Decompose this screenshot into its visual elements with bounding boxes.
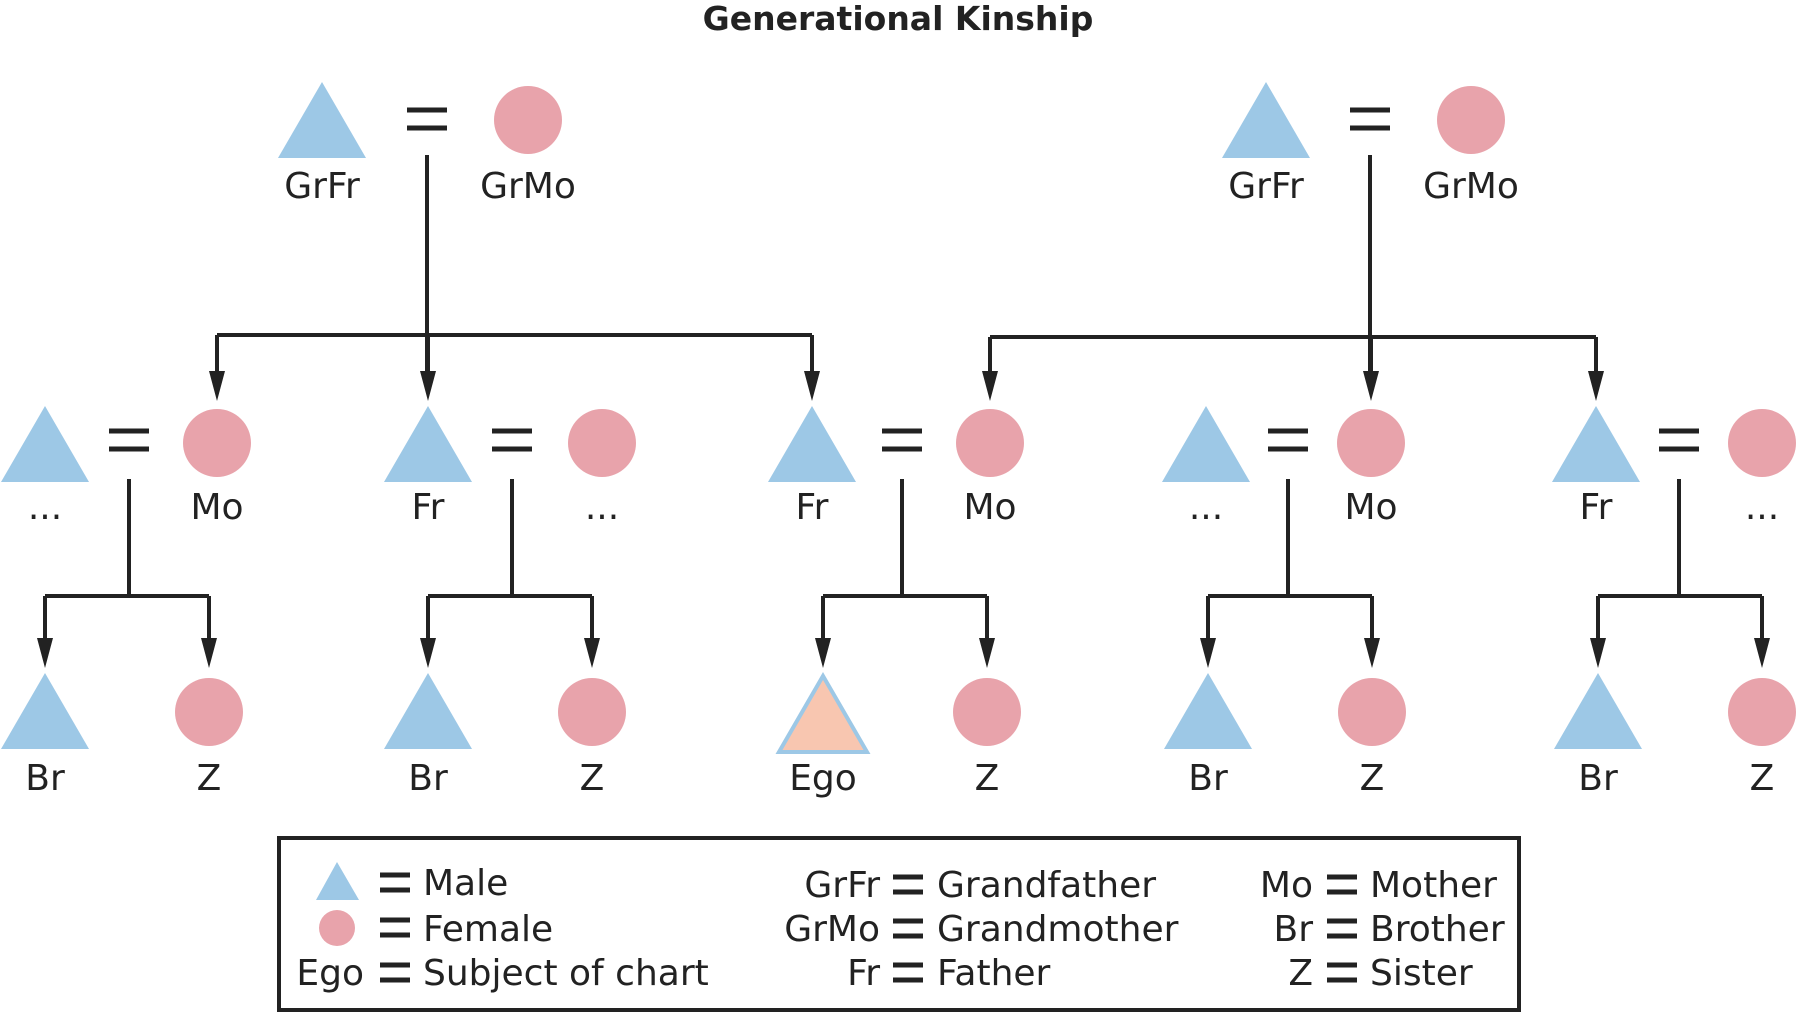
arrow-head-icon bbox=[815, 638, 831, 668]
child-daughter-label: Z bbox=[580, 758, 605, 799]
parent-female-circle bbox=[956, 409, 1024, 477]
arrow-head-icon bbox=[979, 638, 995, 668]
grandfather-label: GrFr bbox=[284, 166, 360, 207]
diagram-title: Generational Kinship bbox=[703, 0, 1094, 38]
child-daughter-label: Z bbox=[1360, 758, 1385, 799]
arrow-head-icon bbox=[420, 371, 436, 401]
arrow-head-icon bbox=[804, 371, 820, 401]
arrow-head-icon bbox=[1200, 638, 1216, 668]
arrow-head-icon bbox=[1590, 638, 1606, 668]
arrow-head-icon bbox=[37, 638, 53, 668]
legend-grmo-label: Grandmother bbox=[937, 909, 1179, 950]
arrow-head-icon bbox=[209, 371, 225, 401]
child-sister-circle bbox=[953, 678, 1021, 746]
parent-husband-label: ... bbox=[28, 487, 62, 528]
parent-wife-label: Mo bbox=[1344, 487, 1397, 528]
parent-male-triangle bbox=[384, 406, 472, 482]
legend-border bbox=[277, 836, 1521, 1012]
parent-male-triangle bbox=[1162, 406, 1250, 482]
grandfather-label: GrFr bbox=[1228, 166, 1304, 207]
child-daughter-label: Z bbox=[975, 758, 1000, 799]
child-sister-circle bbox=[175, 678, 243, 746]
parent-male-triangle bbox=[1552, 406, 1640, 482]
parent-wife-label: ... bbox=[1745, 487, 1779, 528]
arrow-head-icon bbox=[420, 638, 436, 668]
parent-wife-label: ... bbox=[585, 487, 619, 528]
child-sister-circle bbox=[1338, 678, 1406, 746]
child-son-label: Br bbox=[1578, 758, 1618, 799]
legend-z-label: Sister bbox=[1370, 953, 1473, 994]
legend-grfr-label: Grandfather bbox=[937, 865, 1156, 906]
parent-female-circle bbox=[183, 409, 251, 477]
arrow-head-icon bbox=[1588, 371, 1604, 401]
parent-female-circle bbox=[568, 409, 636, 477]
parent-husband-label: ... bbox=[1189, 487, 1223, 528]
child-son-label: Br bbox=[25, 758, 65, 799]
child-brother-triangle bbox=[1164, 673, 1252, 749]
legend-mo-key: Mo bbox=[1260, 865, 1313, 906]
legend-ego-key: Ego bbox=[296, 953, 364, 994]
parent-husband-label: Fr bbox=[412, 487, 445, 528]
grandmother-circle bbox=[1437, 86, 1505, 154]
parent-male-triangle bbox=[1, 406, 89, 482]
arrow-head-icon bbox=[584, 638, 600, 668]
parent-wife-label: Mo bbox=[190, 487, 243, 528]
legend-female-label: Female bbox=[423, 909, 553, 950]
legend-z-key: Z bbox=[1288, 953, 1313, 994]
child-sister-circle bbox=[558, 678, 626, 746]
child-daughter-label: Z bbox=[1750, 758, 1775, 799]
parent-female-circle bbox=[1337, 409, 1405, 477]
parent-husband-label: Fr bbox=[1580, 487, 1613, 528]
child-son-label: Ego bbox=[789, 758, 857, 799]
grandmother-circle bbox=[494, 86, 562, 154]
kinship-nodes: GrFr GrMo GrFr GrMo... Mo Fr... Fr Mo... Mo Fr...… bbox=[1, 82, 1796, 799]
child-brother-triangle bbox=[1554, 673, 1642, 749]
arrow-head-icon bbox=[1754, 638, 1770, 668]
ego-triangle bbox=[775, 672, 871, 754]
child-brother-triangle bbox=[384, 673, 472, 749]
grandmother-label: GrMo bbox=[1423, 166, 1519, 207]
parent-wife-label: Mo bbox=[963, 487, 1016, 528]
child-daughter-label: Z bbox=[197, 758, 222, 799]
legend-ego-label: Subject of chart bbox=[423, 953, 709, 994]
arrow-head-icon bbox=[1364, 638, 1380, 668]
legend: Male Female Ego Subject of chart GrFr Gr… bbox=[277, 836, 1521, 1012]
grandfather-triangle bbox=[1222, 82, 1310, 158]
parent-husband-label: Fr bbox=[796, 487, 829, 528]
arrow-head-icon bbox=[201, 638, 217, 668]
descent-lines bbox=[37, 155, 1770, 668]
child-sister-circle bbox=[1728, 678, 1796, 746]
legend-br-key: Br bbox=[1274, 909, 1314, 950]
legend-grmo-key: GrMo bbox=[784, 909, 880, 950]
legend-female-circle-icon bbox=[319, 910, 355, 946]
legend-mo-label: Mother bbox=[1370, 865, 1497, 906]
grandfather-triangle bbox=[278, 82, 366, 158]
grandmother-label: GrMo bbox=[480, 166, 576, 207]
legend-br-label: Brother bbox=[1370, 909, 1505, 950]
child-brother-triangle bbox=[1, 673, 89, 749]
legend-grfr-key: GrFr bbox=[804, 865, 880, 906]
parent-female-circle bbox=[1728, 409, 1796, 477]
child-son-label: Br bbox=[408, 758, 448, 799]
child-son-label: Br bbox=[1188, 758, 1228, 799]
legend-fr-key: Fr bbox=[847, 953, 880, 994]
legend-fr-label: Father bbox=[937, 953, 1051, 994]
parent-male-triangle bbox=[768, 406, 856, 482]
arrow-head-icon bbox=[1363, 371, 1379, 401]
arrow-head-icon bbox=[982, 371, 998, 401]
legend-male-label: Male bbox=[423, 863, 508, 904]
legend-male-triangle-icon bbox=[316, 862, 359, 900]
